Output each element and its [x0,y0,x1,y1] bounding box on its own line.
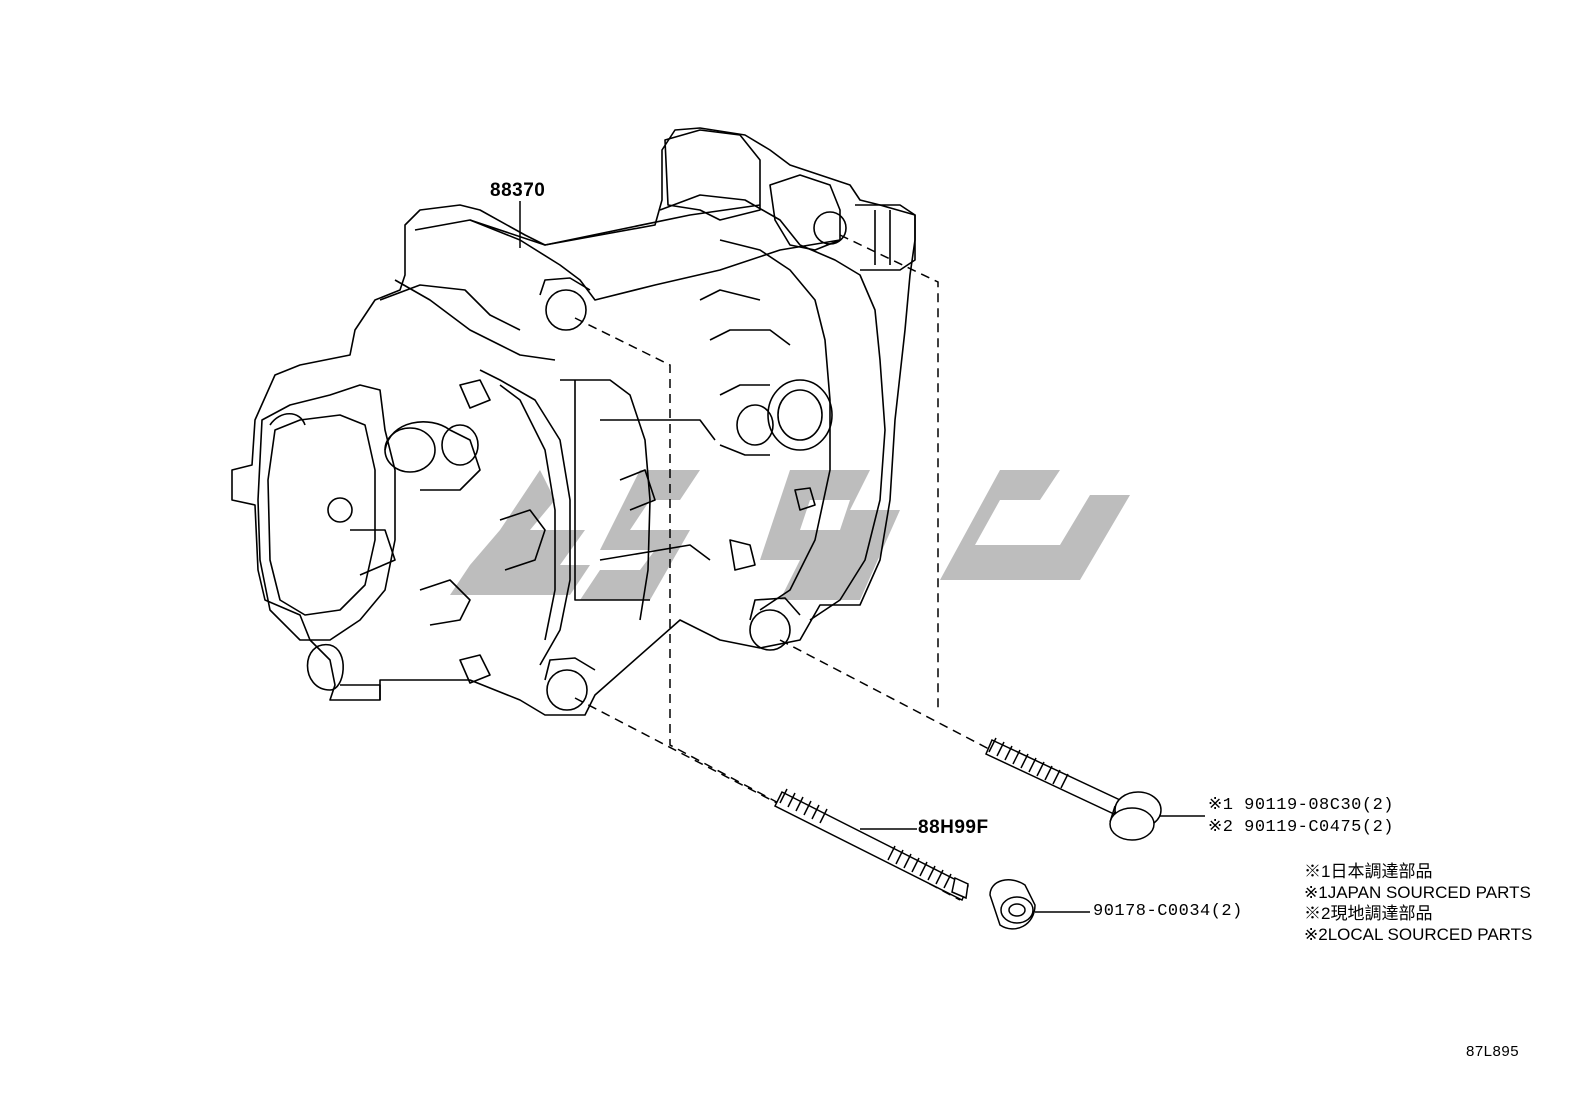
bolt-part-number-1: ※1 90119-08C30(2) [1208,796,1394,815]
note-line: ※2現地調達部品 [1304,904,1433,923]
leader-lines [519,201,1205,913]
compressor-body [231,127,916,716]
note-line: ※1JAPAN SOURCED PARTS [1304,883,1531,902]
note-line: ※1日本調達部品 [1304,862,1433,881]
bolt-part-number-2: ※2 90119-C0475(2) [1208,818,1394,837]
stud-bolt-part-number: 88H99F [918,817,989,838]
flange-bolt [985,737,1162,841]
brand-logo-watermark [450,470,1130,600]
note-line: ※2LOCAL SOURCED PARTS [1304,925,1533,944]
compressor-part-number: 88370 [490,180,546,201]
nut-part-number: 90178-C0034(2) [1093,902,1243,921]
illustration-reference: 87L895 [1466,1043,1520,1060]
nut [989,879,1036,930]
stud-bolt [773,788,969,902]
